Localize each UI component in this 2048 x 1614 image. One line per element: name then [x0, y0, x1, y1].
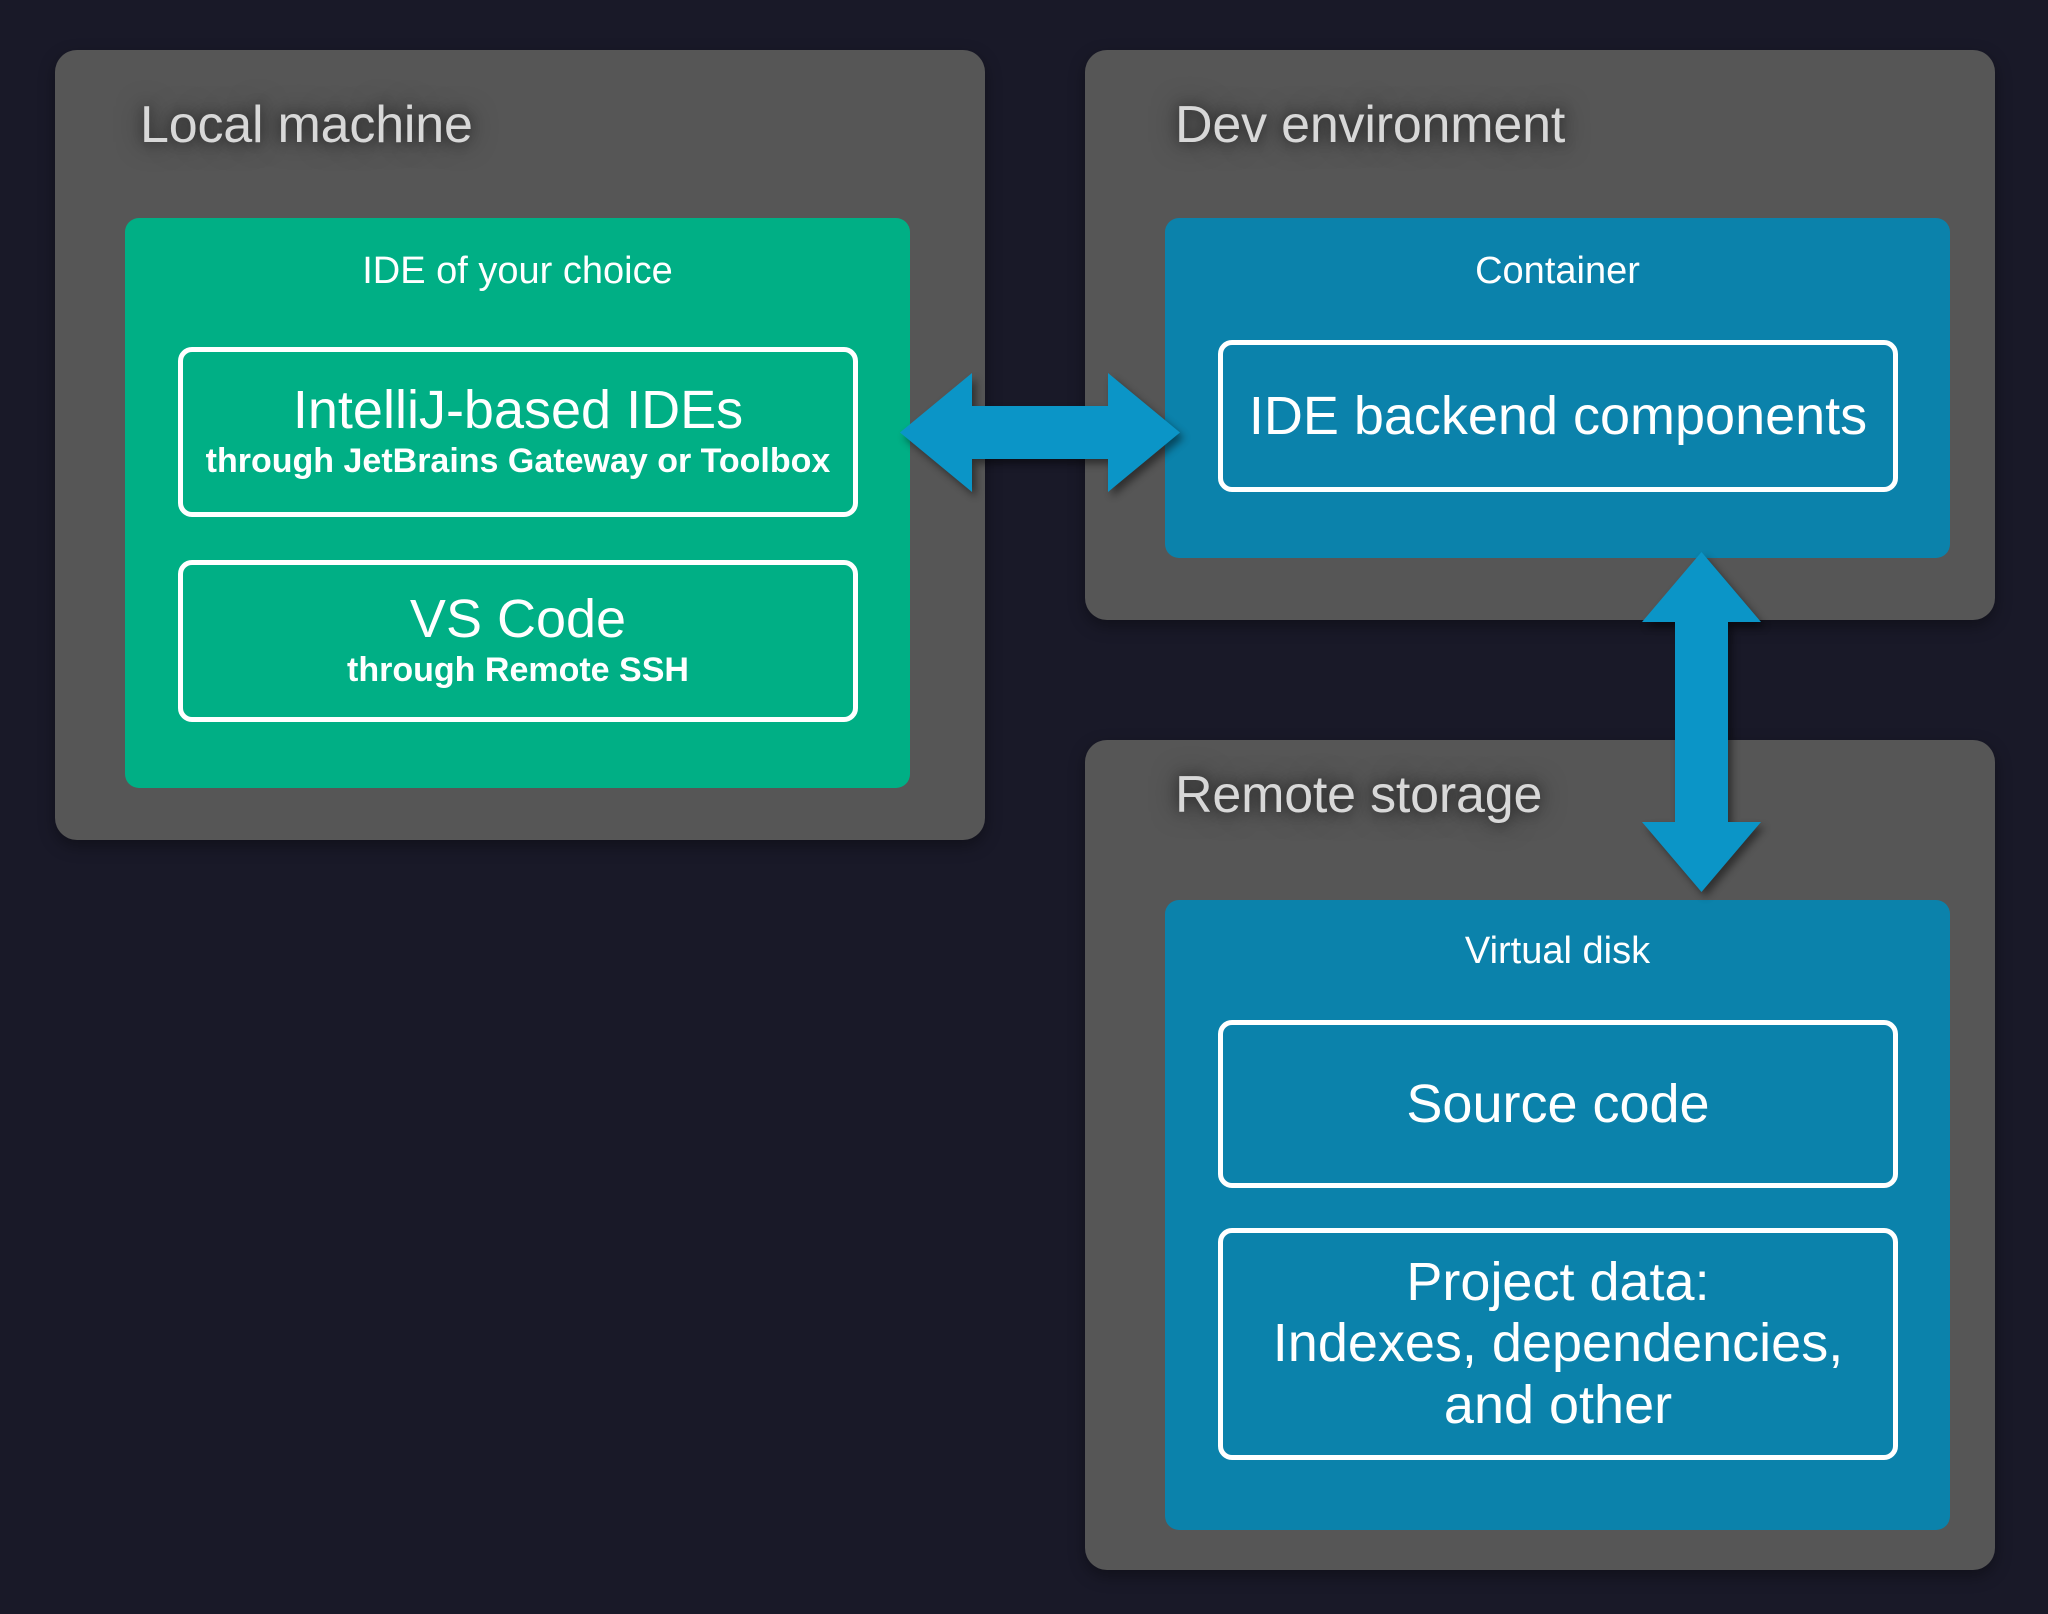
card-title-ide-backend-components: IDE backend components: [1248, 385, 1868, 446]
card-ide-backend-components: IDE backend components: [1218, 340, 1898, 492]
group-label-container: Container: [1475, 250, 1640, 292]
double-arrow-horizontal-icon: [900, 373, 1180, 492]
card-subtitle-intellij-based-ides: through JetBrains Gateway or Toolbox: [205, 441, 831, 480]
card-line-project-data-3: and other: [1443, 1374, 1673, 1435]
double-arrow-vertical-icon: [1642, 552, 1761, 892]
card-title-vs-code: VS Code: [409, 589, 627, 650]
card-line-project-data-1: Project data:: [1406, 1251, 1710, 1312]
card-vs-code: VS Code through Remote SSH: [178, 560, 858, 722]
panel-title-local-machine: Local machine: [140, 96, 473, 154]
card-line-project-data-2: Indexes, dependencies,: [1272, 1313, 1844, 1374]
card-intellij-based-ides: IntelliJ-based IDEs through JetBrains Ga…: [178, 347, 858, 517]
group-container: Container: [1165, 218, 1950, 558]
group-label-virtual-disk: Virtual disk: [1464, 930, 1651, 972]
card-project-data: Project data: Indexes, dependencies, and…: [1218, 1228, 1898, 1460]
panel-title-dev-environment: Dev environment: [1175, 96, 1566, 154]
card-title-intellij-based-ides: IntelliJ-based IDEs: [292, 380, 744, 441]
card-subtitle-vs-code: through Remote SSH: [347, 650, 689, 689]
card-title-source-code: Source code: [1406, 1073, 1710, 1134]
panel-title-remote-storage: Remote storage: [1175, 766, 1543, 824]
group-label-ide-of-your-choice: IDE of your choice: [362, 250, 673, 292]
group-ide-of-your-choice: IDE of your choice: [125, 218, 910, 788]
card-source-code: Source code: [1218, 1020, 1898, 1188]
group-virtual-disk: Virtual disk: [1165, 900, 1950, 1530]
